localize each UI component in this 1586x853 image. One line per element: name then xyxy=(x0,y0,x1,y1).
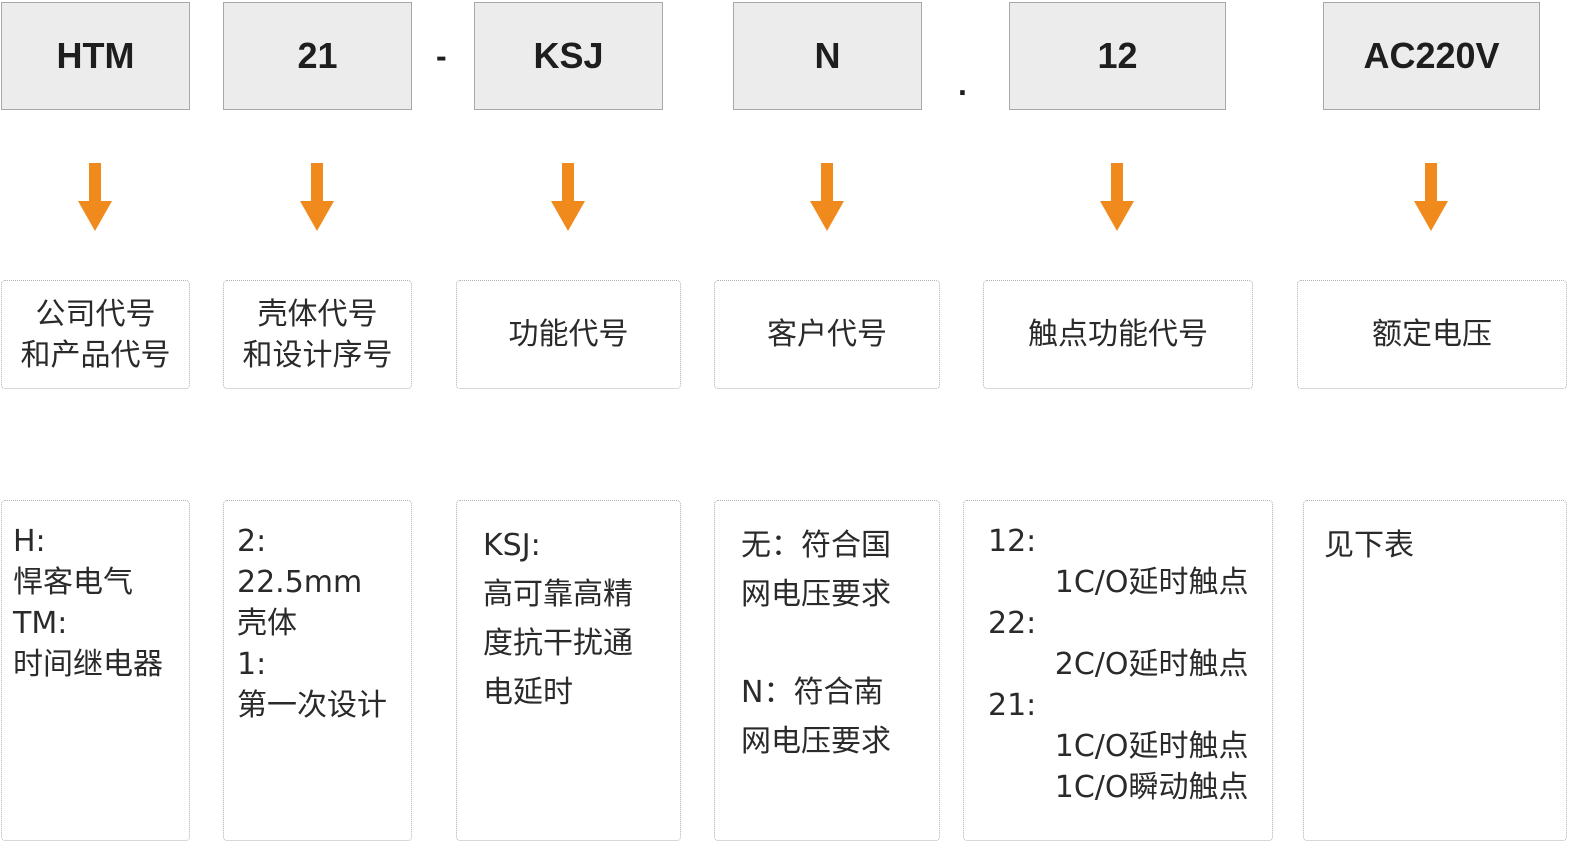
label-text: 触点功能代号 xyxy=(1028,317,1208,352)
desc-text: KSJ: 高可靠高精 度抗干扰通 电延时 xyxy=(483,528,633,710)
desc-text: H: 悍客电气 TM: 时间继电器 xyxy=(13,524,163,682)
desc-text: 2: 22.5mm 壳体 1: 第一次设计 xyxy=(237,524,387,723)
label-box-company: 公司代号 和产品代号 xyxy=(1,280,190,389)
separator-dash: - xyxy=(436,38,447,74)
label-text: 公司代号 和产品代号 xyxy=(20,296,171,373)
label-box-customer: 客户代号 xyxy=(714,280,940,389)
arrow-down-icon xyxy=(810,163,844,231)
code-box-function: KSJ xyxy=(474,2,663,110)
desc-text: 见下表 xyxy=(1324,528,1414,563)
code-box-customer: N xyxy=(733,2,922,110)
desc-box-function: KSJ: 高可靠高精 度抗干扰通 电延时 xyxy=(456,500,681,841)
code-box-company: HTM xyxy=(1,2,190,110)
desc-box-customer: 无：符合国 网电压要求 N：符合南 网电压要求 xyxy=(714,500,940,841)
desc-box-company: H: 悍客电气 TM: 时间继电器 xyxy=(1,500,190,841)
code-box-contact: 12 xyxy=(1009,2,1226,110)
arrow-down-icon xyxy=(1100,163,1134,231)
code-box-voltage: AC220V xyxy=(1323,2,1540,110)
label-box-voltage: 额定电压 xyxy=(1297,280,1567,389)
arrow-down-icon xyxy=(300,163,334,231)
label-box-shell: 壳体代号 和设计序号 xyxy=(223,280,412,389)
label-text: 壳体代号 和设计序号 xyxy=(242,296,393,373)
code-text: KSJ xyxy=(533,35,604,76)
code-text: HTM xyxy=(56,35,135,76)
code-text: 12 xyxy=(1097,35,1138,76)
desc-box-contact: 12: 1C/O延时触点 22: 2C/O延时触点 21: 1C/O延时触点 1… xyxy=(963,500,1273,841)
label-text: 客户代号 xyxy=(767,317,887,352)
desc-box-shell: 2: 22.5mm 壳体 1: 第一次设计 xyxy=(223,500,412,841)
code-box-shell: 21 xyxy=(223,2,412,110)
code-text: AC220V xyxy=(1363,35,1500,76)
arrow-down-icon xyxy=(1414,163,1448,231)
separator-dot: . xyxy=(958,66,967,102)
desc-text: 无：符合国 网电压要求 N：符合南 网电压要求 xyxy=(741,528,891,759)
label-text: 功能代号 xyxy=(508,317,629,352)
arrow-down-icon xyxy=(78,163,112,231)
label-box-function: 功能代号 xyxy=(456,280,681,389)
desc-box-voltage: 见下表 xyxy=(1303,500,1567,841)
code-text: N xyxy=(814,35,841,76)
label-box-contact: 触点功能代号 xyxy=(983,280,1253,389)
code-text: 21 xyxy=(297,35,338,76)
label-text: 额定电压 xyxy=(1372,317,1492,352)
desc-text: 12: 1C/O延时触点 22: 2C/O延时触点 21: 1C/O延时触点 1… xyxy=(988,524,1249,805)
arrow-down-icon xyxy=(551,163,585,231)
